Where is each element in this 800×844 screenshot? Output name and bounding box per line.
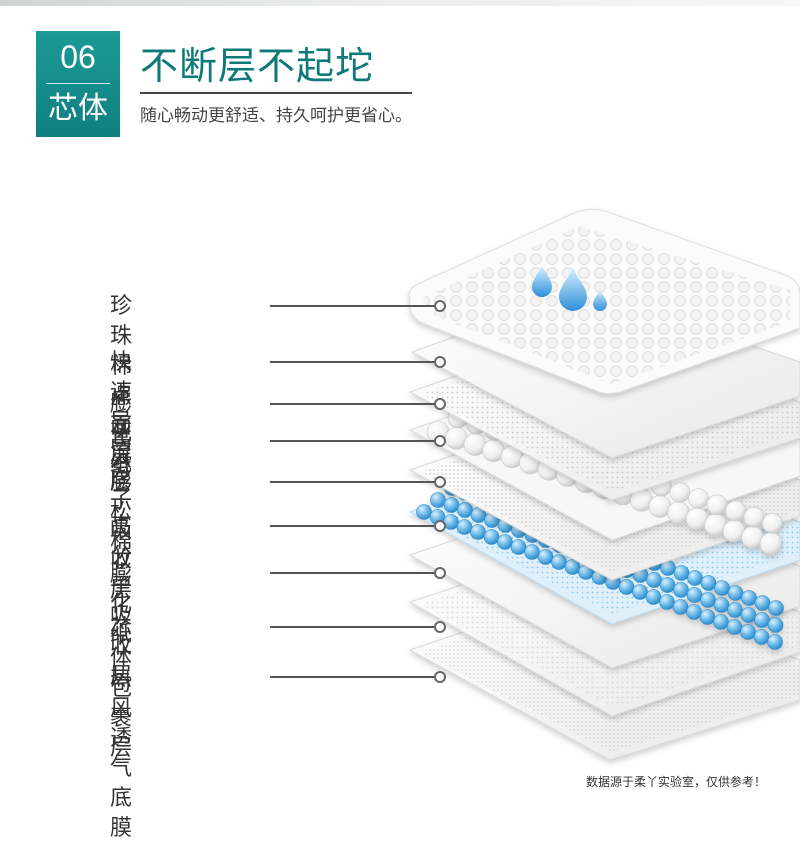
leader-dot <box>434 300 446 312</box>
blue-sap-bead <box>524 544 540 560</box>
blue-sap-bead <box>713 614 729 630</box>
blue-sap-bead <box>699 609 716 625</box>
blue-sap-bead <box>767 634 783 650</box>
leader-dot <box>434 476 446 488</box>
leader-dot <box>434 621 446 633</box>
blue-sap-bead <box>726 619 743 635</box>
blue-sap-bead <box>700 575 717 591</box>
blue-sap-bead <box>741 590 757 606</box>
badge-divider <box>46 83 110 84</box>
top-band <box>0 0 800 6</box>
leader-dot <box>434 671 446 683</box>
blue-sap-bead <box>700 592 716 608</box>
leader-dot <box>434 356 446 368</box>
blue-sap-bead <box>645 589 662 605</box>
blue-sap-bead <box>713 597 730 613</box>
blue-sap-bead <box>659 577 676 593</box>
layer-stack-illustration <box>270 208 800 761</box>
white-sap-bead <box>762 513 783 534</box>
page-subtitle: 随心畅动更舒适、持久呵护更省心。 <box>140 106 412 126</box>
section-badge: 06 芯体 <box>36 31 120 137</box>
blue-sap-bead <box>456 519 473 535</box>
title-underline <box>140 92 412 94</box>
blue-sap-bead <box>443 497 460 513</box>
blue-sap-bead <box>646 572 662 588</box>
water-drop-icon <box>532 266 607 311</box>
blue-sap-bead <box>416 504 432 520</box>
blue-sap-bead <box>564 559 581 575</box>
blue-sap-bead <box>768 600 784 616</box>
blue-sap-bead <box>686 604 702 620</box>
badge-number: 06 <box>60 39 96 75</box>
blue-sap-bead <box>673 565 690 581</box>
white-sap-bead <box>688 488 709 509</box>
page-title: 不断层不起坨 <box>140 44 375 88</box>
white-sap-bead <box>743 506 765 528</box>
blue-sap-bead <box>659 594 675 610</box>
blue-sap-bead <box>483 529 500 545</box>
blue-sap-bead <box>673 582 689 598</box>
layer-label: 热风透气底膜 <box>110 666 133 841</box>
blue-sap-bead <box>618 579 635 595</box>
layer-label: 珍珠棉点面层 <box>110 294 133 469</box>
blue-sap-bead <box>767 617 784 633</box>
layer-label: 芯体包裹层 <box>110 616 133 761</box>
white-sap-bead <box>706 494 728 516</box>
layer-label: 膨松棉 <box>110 470 133 555</box>
blue-sap-bead <box>754 595 771 611</box>
blue-sap-bead <box>510 539 527 555</box>
blue-sap-bead <box>740 607 757 623</box>
layer-label: 高分子吸收层 <box>110 428 133 603</box>
blue-sap-bead <box>672 599 689 615</box>
blue-sap-bead <box>537 549 554 565</box>
blue-sap-bead <box>740 624 756 640</box>
layer-label: 膨化纸 <box>110 562 133 647</box>
blue-sap-bead <box>687 570 703 586</box>
leader-dot <box>434 567 446 579</box>
white-sap-bead <box>669 482 691 503</box>
blue-sap-bead <box>470 524 486 540</box>
blue-sap-bead <box>727 602 743 618</box>
blue-sap-bead <box>754 612 770 628</box>
blue-sap-bead <box>686 587 703 603</box>
badge-word: 芯体 <box>48 91 108 126</box>
leader-dot <box>434 398 446 410</box>
blue-sap-bead <box>632 584 648 600</box>
blue-sap-bead <box>753 629 770 645</box>
blue-sap-bead <box>551 554 567 570</box>
blue-sap-bead <box>457 502 473 518</box>
white-sap-bead <box>759 532 783 555</box>
layer-label: 膨化纸 <box>110 392 133 477</box>
blue-sap-bead <box>727 585 744 601</box>
blue-sap-bead <box>430 492 446 508</box>
layer-label: 快速导流层 <box>110 350 133 495</box>
blue-sap-bead <box>714 580 730 596</box>
blue-sap-bead <box>497 534 513 550</box>
leader-dot <box>434 435 446 447</box>
footnote: 数据源于柔丫实验室，仅供参考！ <box>585 775 766 789</box>
white-sap-bead <box>725 500 746 522</box>
layer-label: 高分子吸收层 <box>110 514 133 689</box>
leader-dot <box>434 520 446 532</box>
